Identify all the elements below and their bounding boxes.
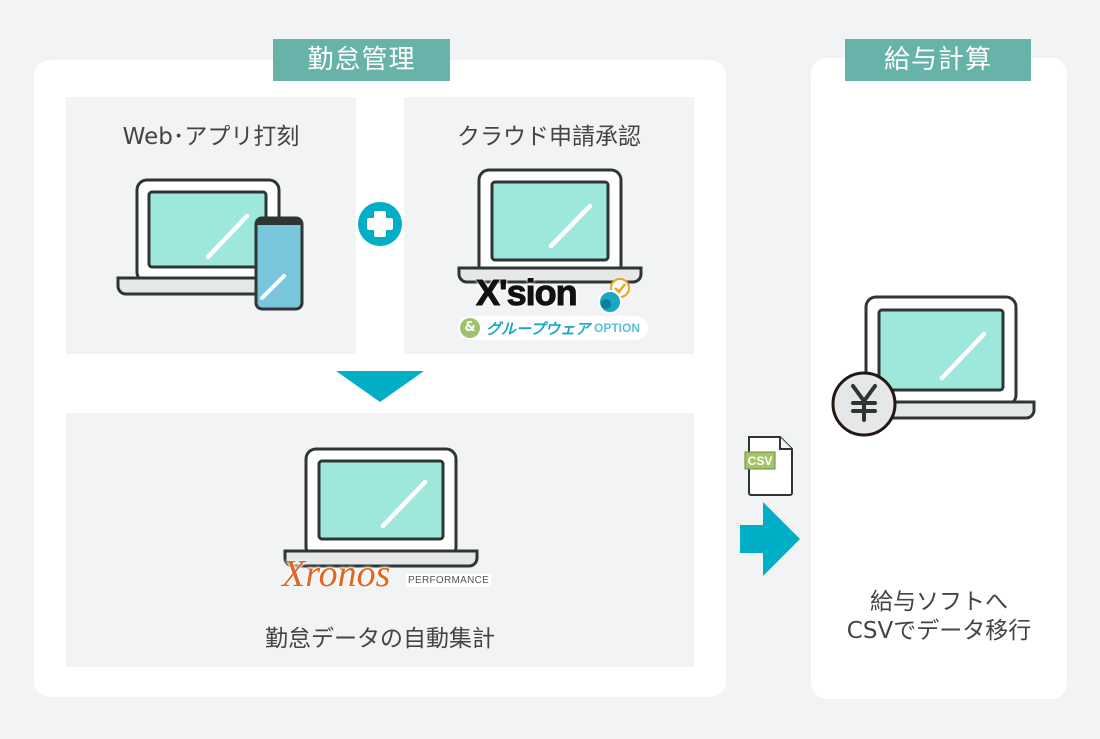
ampersand-badge: &	[460, 318, 480, 338]
xronos-logo: Xronos PERFORMANCE	[282, 553, 502, 598]
laptop-yen-icon	[831, 295, 1036, 437]
yen-coin-icon	[831, 371, 897, 437]
cloud-approval-title: クラウド申請承認	[457, 124, 641, 150]
auto-aggregation-title: 勤怠データの自動集計	[265, 626, 495, 652]
attendance-tag: 勤怠管理	[273, 39, 450, 81]
payroll-caption-line-1: 給与ソフトへ	[870, 589, 1008, 615]
laptop-icon	[457, 168, 643, 284]
xronos-logo-text: Xronos	[282, 553, 391, 595]
laptop-icon	[283, 447, 479, 568]
smartphone-icon	[254, 216, 304, 311]
payroll-tag: 給与計算	[845, 39, 1031, 81]
payroll-caption-line-2: CSVでデータ移行	[846, 618, 1032, 644]
laptop-icon	[116, 178, 302, 296]
groupware-label: グループウェア	[486, 320, 591, 338]
right-arrow-icon	[740, 502, 800, 576]
laptop-icon	[864, 295, 1036, 420]
csv-label: CSV	[748, 454, 773, 468]
down-triangle-icon	[336, 371, 424, 402]
xsion-logo-text: X'sion	[476, 272, 579, 314]
web-app-clock-box: Web･アプリ打刻	[66, 97, 356, 354]
web-app-clock-title: Web･アプリ打刻	[122, 124, 300, 150]
option-label: OPTION	[594, 321, 641, 335]
xsion-mascot-icon	[598, 278, 630, 314]
groupware-option-badge: & グループウェア OPTION	[458, 316, 648, 340]
csv-file-icon: CSV	[744, 436, 793, 496]
xronos-performance-label: PERFORMANCE	[406, 574, 492, 587]
plus-circle-icon	[358, 202, 402, 246]
laptop-smartphone-illustration	[116, 178, 304, 311]
xsion-logo: X'sion & グループウェア OPTION	[458, 272, 648, 342]
payroll-caption: 給与ソフトへ CSVでデータ移行	[811, 588, 1067, 646]
